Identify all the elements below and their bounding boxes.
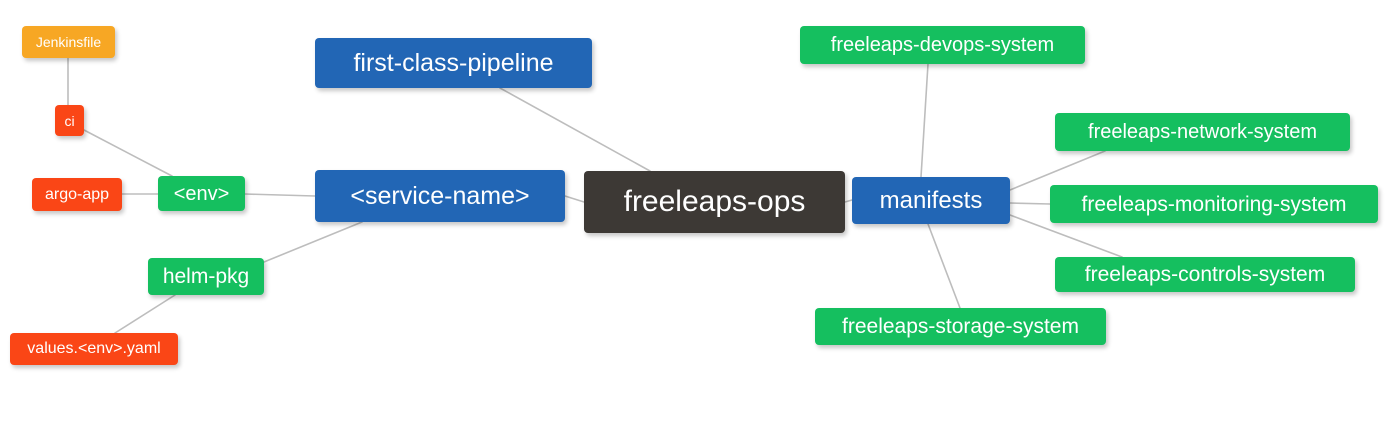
node-label-manifests: manifests [879,186,983,214]
node-service-name[interactable]: <service-name> [315,170,565,222]
node-freeleaps-devops-system[interactable]: freeleaps-devops-system [800,26,1085,64]
node-values-env-yaml[interactable]: values.<env>.yaml [10,333,178,365]
node-label-freeleaps-ops: freeleaps-ops [623,185,806,218]
node-freeleaps-ops[interactable]: freeleaps-ops [584,171,845,233]
edge-manifests-to-freeleaps-devops-system [920,63,929,178]
node-argo-app[interactable]: argo-app [32,178,122,211]
node-label-values-env-yaml: values.<env>.yaml [27,340,161,357]
edge-manifests-to-freeleaps-monitoring-system [1009,202,1051,205]
node-label-freeleaps-network-system: freeleaps-network-system [1088,121,1317,143]
edge-env-to-ci [83,129,173,177]
node-label-env: <env> [173,182,230,205]
edge-freeleaps-ops-to-first-class-pipeline [499,87,651,172]
node-label-freeleaps-devops-system: freeleaps-devops-system [830,34,1055,56]
node-label-freeleaps-storage-system: freeleaps-storage-system [842,315,1079,338]
edge-service-name-to-helm-pkg [263,221,363,263]
edge-freeleaps-ops-to-manifests [844,199,853,203]
node-jenkinsfile[interactable]: Jenkinsfile [22,26,115,58]
node-freeleaps-storage-system[interactable]: freeleaps-storage-system [815,308,1106,345]
node-label-freeleaps-controls-system: freeleaps-controls-system [1084,263,1326,286]
node-ci[interactable]: ci [55,105,84,136]
node-label-first-class-pipeline: first-class-pipeline [353,48,554,77]
edge-freeleaps-ops-to-service-name [564,195,585,203]
edge-service-name-to-env [244,193,316,197]
node-label-freeleaps-monitoring-system: freeleaps-monitoring-system [1081,192,1347,216]
node-label-helm-pkg: helm-pkg [162,265,250,288]
node-manifests[interactable]: manifests [852,177,1010,224]
node-first-class-pipeline[interactable]: first-class-pipeline [315,38,592,88]
edge-manifests-to-freeleaps-storage-system [927,223,961,309]
node-helm-pkg[interactable]: helm-pkg [148,258,264,295]
edge-helm-pkg-to-values-env-yaml [114,294,176,334]
node-freeleaps-controls-system[interactable]: freeleaps-controls-system [1055,257,1355,292]
node-label-service-name: <service-name> [350,181,530,210]
node-freeleaps-monitoring-system[interactable]: freeleaps-monitoring-system [1050,185,1378,223]
node-env[interactable]: <env> [158,176,245,211]
node-label-argo-app: argo-app [44,185,110,203]
node-label-jenkinsfile: Jenkinsfile [35,34,102,50]
node-label-ci: ci [64,112,75,129]
node-freeleaps-network-system[interactable]: freeleaps-network-system [1055,113,1350,151]
